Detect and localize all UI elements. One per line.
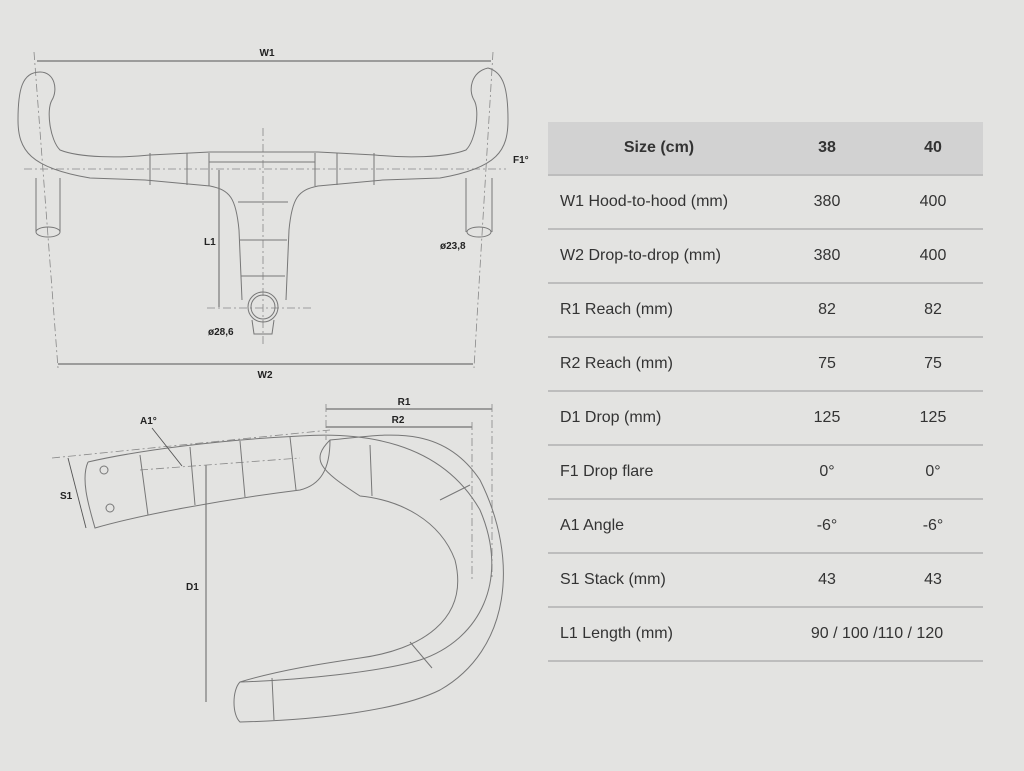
value-38: 75 [771,337,883,392]
side-view: R1 R2 A1° S1 D1 [51,397,504,723]
value-38: 43 [771,553,883,608]
label-r2: R2 [392,415,405,426]
value-40: 400 [883,175,983,230]
row-label: L1 Length (mm) [548,607,771,662]
label-s1: S1 [60,491,73,502]
label-d1: D1 [186,582,199,593]
row-label: A1 Angle [548,499,771,554]
label-w1: W1 [260,48,275,59]
value-40: 82 [883,283,983,338]
value-38: -6° [771,499,883,554]
label-w2: W2 [258,370,273,381]
value-all-sizes: 90 / 100 /110 / 120 [771,607,983,662]
row-label: D1 Drop (mm) [548,391,771,446]
value-38: 380 [771,175,883,230]
header-38: 38 [771,122,883,176]
header-40: 40 [883,122,983,176]
value-40: 125 [883,391,983,446]
value-40: -6° [883,499,983,554]
label-bar-diameter: ø23,8 [440,241,466,252]
value-40: 43 [883,553,983,608]
table-header-row: Size (cm) 38 40 [548,122,983,176]
row-label: S1 Stack (mm) [548,553,771,608]
value-38: 0° [771,445,883,500]
handlebar-technical-drawing: W1 W2 L1 F1° ø23,8 ø28,6 R1 R2 A1° S1 D1 [17,48,529,723]
row-label: R2 Reach (mm) [548,337,771,392]
value-40: 0° [883,445,983,500]
value-40: 75 [883,337,983,392]
value-38: 82 [771,283,883,338]
value-38: 380 [771,229,883,284]
label-clamp-diameter: ø28,6 [208,327,234,338]
label-f1: F1° [513,155,529,166]
row-label: R1 Reach (mm) [548,283,771,338]
label-r1: R1 [398,397,411,408]
label-l1: L1 [204,237,216,248]
table-row: A1 Angle-6°-6° [548,499,983,554]
front-view: W1 W2 L1 F1° ø23,8 ø28,6 [17,48,529,381]
value-40: 400 [883,229,983,284]
label-a1: A1° [140,416,157,427]
value-38: 125 [771,391,883,446]
row-label: W1 Hood-to-hood (mm) [548,175,771,230]
row-label: F1 Drop flare [548,445,771,500]
row-label: W2 Drop-to-drop (mm) [548,229,771,284]
header-size: Size (cm) [548,122,771,176]
table-row: L1 Length (mm)90 / 100 /110 / 120 [548,607,983,662]
